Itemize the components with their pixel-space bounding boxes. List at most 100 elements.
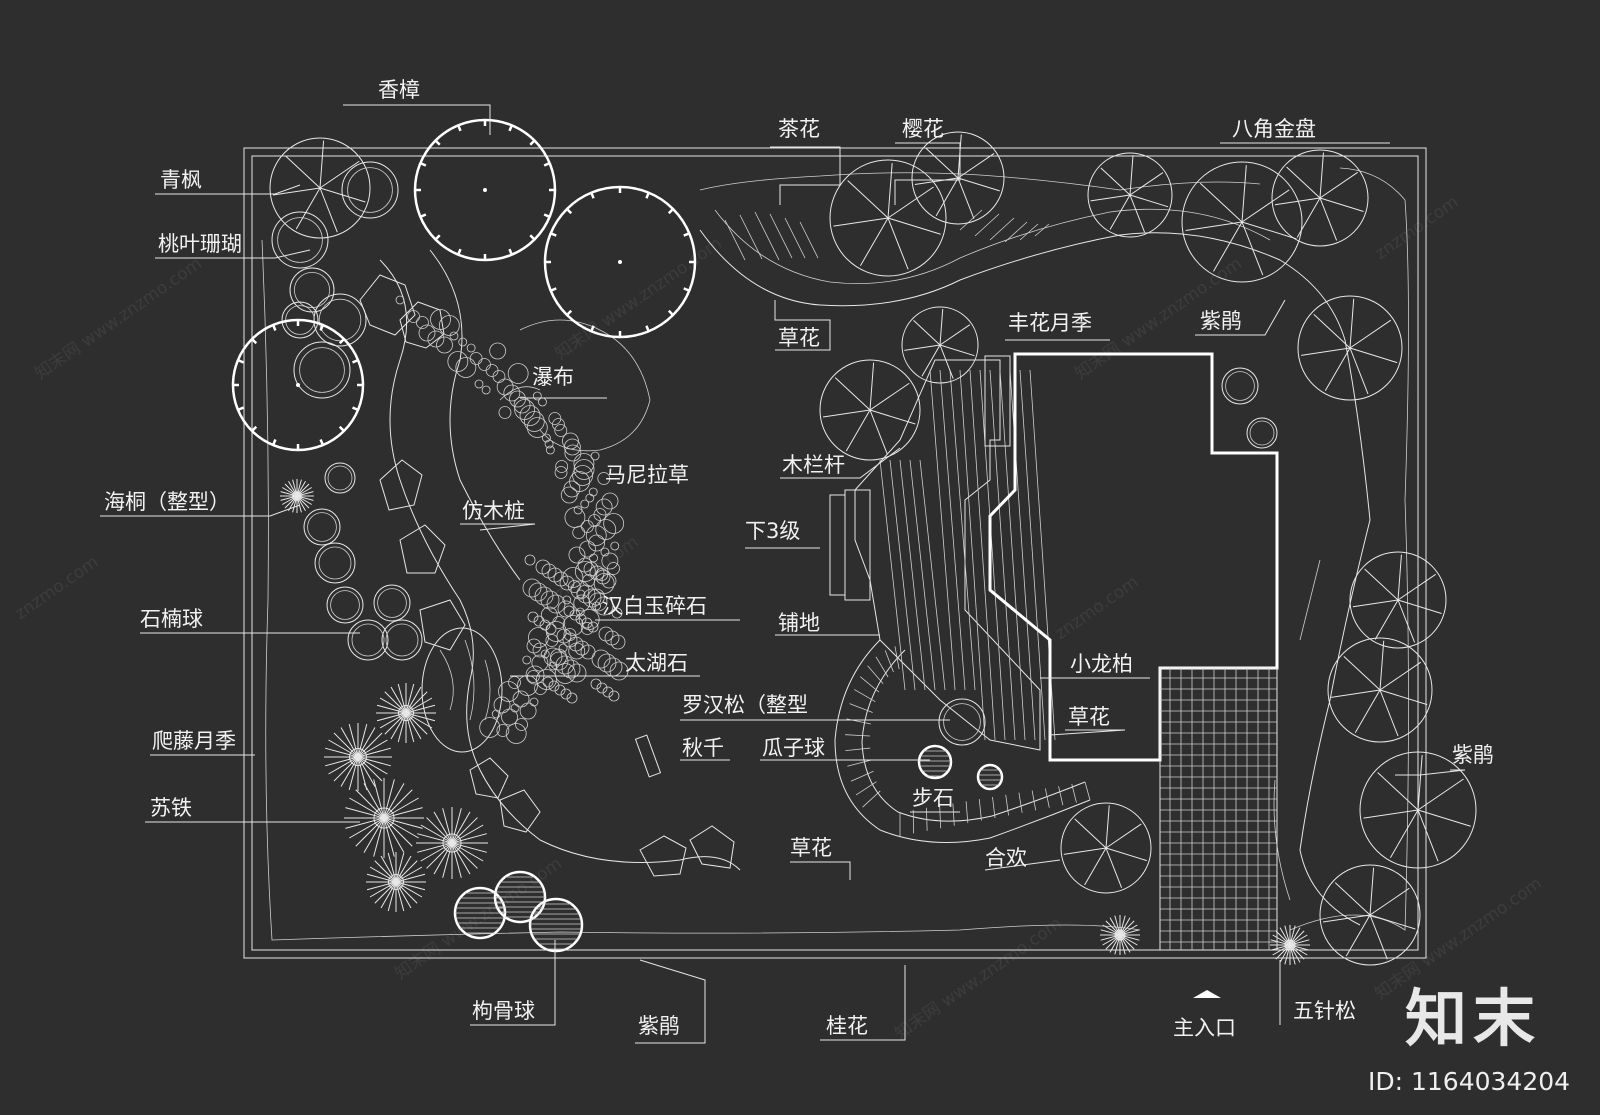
tree-frond [395,881,418,904]
tree-branch [887,163,893,219]
shrub-ball [347,619,389,661]
tree-symbol [314,542,356,584]
pebble [590,451,600,461]
tree-canopy [901,306,979,384]
pebble [523,411,545,432]
tree-frond [451,842,478,869]
tree-frond [357,724,368,758]
pebble [522,578,542,598]
tree-frond [1119,920,1135,936]
top-planting-bed [699,229,1346,341]
tree-frond [288,481,298,497]
shrub-ball [381,619,423,661]
tree-symbol [269,137,371,239]
pebble [575,613,587,625]
tree-branch [1199,182,1243,223]
tree-symbol [376,683,436,743]
pebble [552,418,565,431]
tree-branch [1377,772,1419,811]
tree-frond [390,712,407,740]
tree-center [296,383,300,387]
pebble [544,439,554,449]
pebble [564,444,582,462]
paving-joint [978,799,982,821]
tree-frond [383,807,423,819]
tree-branch [1084,847,1107,886]
pebble [570,580,590,600]
pebble [556,628,572,644]
tree-frond [1289,944,1305,960]
tree-branch [1369,867,1375,916]
tree-frond [357,756,388,775]
tree-canopy [1060,802,1152,894]
tree-canopy [1359,751,1477,869]
shrub-ring [347,167,393,213]
pebble [532,391,542,401]
paving-joint [884,650,894,673]
tree-frond [1289,934,1308,946]
pebble [591,649,611,669]
pebble [573,505,583,515]
shrub-ball [293,341,351,399]
paving-joint [1044,788,1050,808]
pebble [395,295,405,305]
pebble [538,397,547,407]
shrub-ball [326,586,364,624]
tree-branch [1417,778,1464,811]
tree-branch [1100,167,1131,196]
tree-symbol [416,807,488,879]
label-manila-grass: 马尼拉草 [605,463,689,487]
tree-frond [284,495,298,509]
pebble [554,424,568,437]
tree-branch [284,155,321,189]
label-cherry: 樱花 [902,117,944,141]
label-paving: 铺地 [778,611,820,635]
tree-frond [345,817,385,829]
tree-frond [426,817,453,844]
pebble [582,588,602,608]
tree-frond [1100,934,1121,941]
tree-frond [1272,944,1291,956]
tree-notch [319,439,325,446]
pebble [527,611,539,623]
tree-frond [1289,939,1310,946]
shrub-ring [318,546,352,580]
deck-board [939,369,966,691]
pebble [574,561,596,582]
tree-symbol [819,359,921,461]
tree-symbol [303,508,341,546]
paving-joint [845,734,871,737]
tree-core [1114,929,1126,941]
pebble [568,546,586,564]
pebble [539,619,551,631]
tree-core [442,833,462,853]
tree-branch [1364,568,1399,601]
tree-branch [1213,221,1243,272]
pebble [592,601,601,611]
pebble [489,342,507,360]
tree-symbol [324,723,392,791]
tree-frond [357,756,391,767]
pebble [585,525,607,546]
tree-symbol [911,131,1005,225]
label-camellia: 茶花 [778,117,820,141]
paving-joint [1018,792,1023,813]
tree-branch [1105,805,1110,849]
shrub-ball [289,267,335,313]
pebble [545,445,555,455]
watermark-text: 知末网 www.znzmo.com [891,914,1065,1044]
label-haitong: 海桐（整型） [104,490,230,514]
pebble [566,692,578,704]
label-climbing-rose: 爬藤月季 [152,729,236,753]
pebble [407,310,420,323]
label-wood-railing: 木栏杆 [782,453,845,477]
right-planting-bed [1299,339,1371,926]
deck-board [999,369,1026,741]
pebble [519,405,541,426]
tree-symbol [1221,367,1259,405]
shrub-ball [313,293,367,347]
watermark-text: znzmo.com [1051,572,1142,644]
tree-frond [433,842,453,875]
label-holly-ball: 枸骨球 [472,999,535,1023]
pebble [601,552,619,570]
